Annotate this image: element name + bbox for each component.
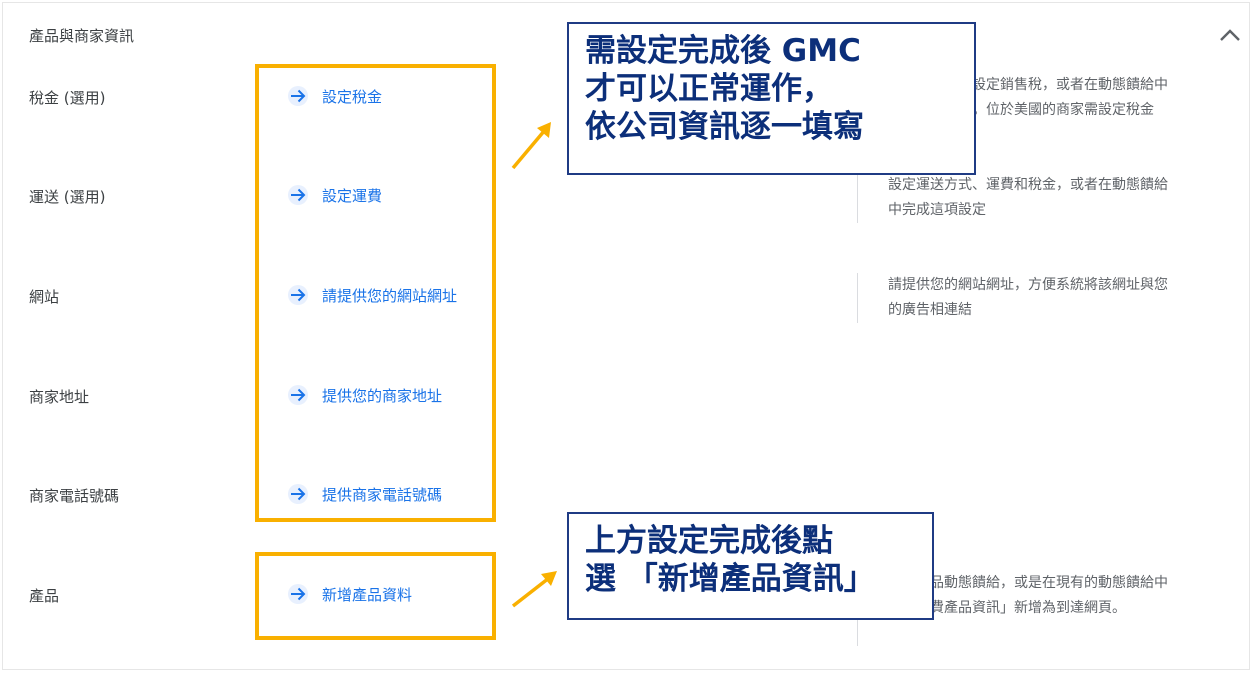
row-description-website: 請提供您的網站網址，方便系統將該網址與您的廣告相連結 xyxy=(857,273,1168,323)
set-shipping-link[interactable]: 設定運費 xyxy=(287,184,382,206)
set-shipping-label: 設定運費 xyxy=(322,186,383,205)
arrow-right-icon xyxy=(288,584,308,604)
add-product-data-label: 新增產品資料 xyxy=(322,585,413,604)
add-product-data-link[interactable]: 新增產品資料 xyxy=(287,583,412,605)
row-label-website: 網站 xyxy=(29,288,60,306)
arrow-right-icon xyxy=(288,385,308,405)
row-label-tax: 稅金 (選用) xyxy=(29,89,106,107)
callout-top-line-2: 才可以正常運作， xyxy=(585,71,833,107)
provide-phone-label: 提供商家電話號碼 xyxy=(322,485,443,504)
row-label-phone: 商家電話號碼 xyxy=(29,487,120,505)
provide-website-label: 請提供您的網站網址 xyxy=(322,286,458,305)
provide-website-link[interactable]: 請提供您的網站網址 xyxy=(287,284,457,306)
callout-bottom: 上方設定完成後點 選 「新增產品資訊」 xyxy=(567,512,934,620)
arrow-right-icon xyxy=(288,185,308,205)
provide-address-label: 提供您的商家地址 xyxy=(322,386,443,405)
provide-phone-link[interactable]: 提供商家電話號碼 xyxy=(287,483,442,505)
row-label-address: 商家地址 xyxy=(29,388,90,406)
row-label-shipping: 運送 (選用) xyxy=(29,188,106,206)
callout-top-line-1: 需設定完成後 GMC xyxy=(585,33,861,69)
arrow-right-icon xyxy=(288,285,308,305)
provide-address-link[interactable]: 提供您的商家地址 xyxy=(287,384,442,406)
callout-top-line-3: 依公司資訊逐一填寫 xyxy=(585,109,864,145)
row-description-shipping: 設定運送方式、運費和稅金，或者在動態饋給中完成這項設定 xyxy=(857,173,1168,223)
callout-top: 需設定完成後 GMC 才可以正常運作， 依公司資訊逐一填寫 xyxy=(567,22,976,175)
row-label-products: 產品 xyxy=(29,587,60,605)
chevron-up-icon xyxy=(1220,29,1240,41)
callout-bottom-line-2: 選 「新增產品資訊」 xyxy=(585,561,875,597)
callout-bottom-line-1: 上方設定完成後點 xyxy=(585,523,833,559)
arrow-right-icon xyxy=(288,484,308,504)
collapse-button[interactable] xyxy=(1217,23,1243,47)
set-tax-link[interactable]: 設定稅金 xyxy=(287,85,382,107)
arrow-right-icon xyxy=(288,86,308,106)
set-tax-label: 設定稅金 xyxy=(322,87,383,106)
section-title: 產品與商家資訊 xyxy=(29,27,135,45)
